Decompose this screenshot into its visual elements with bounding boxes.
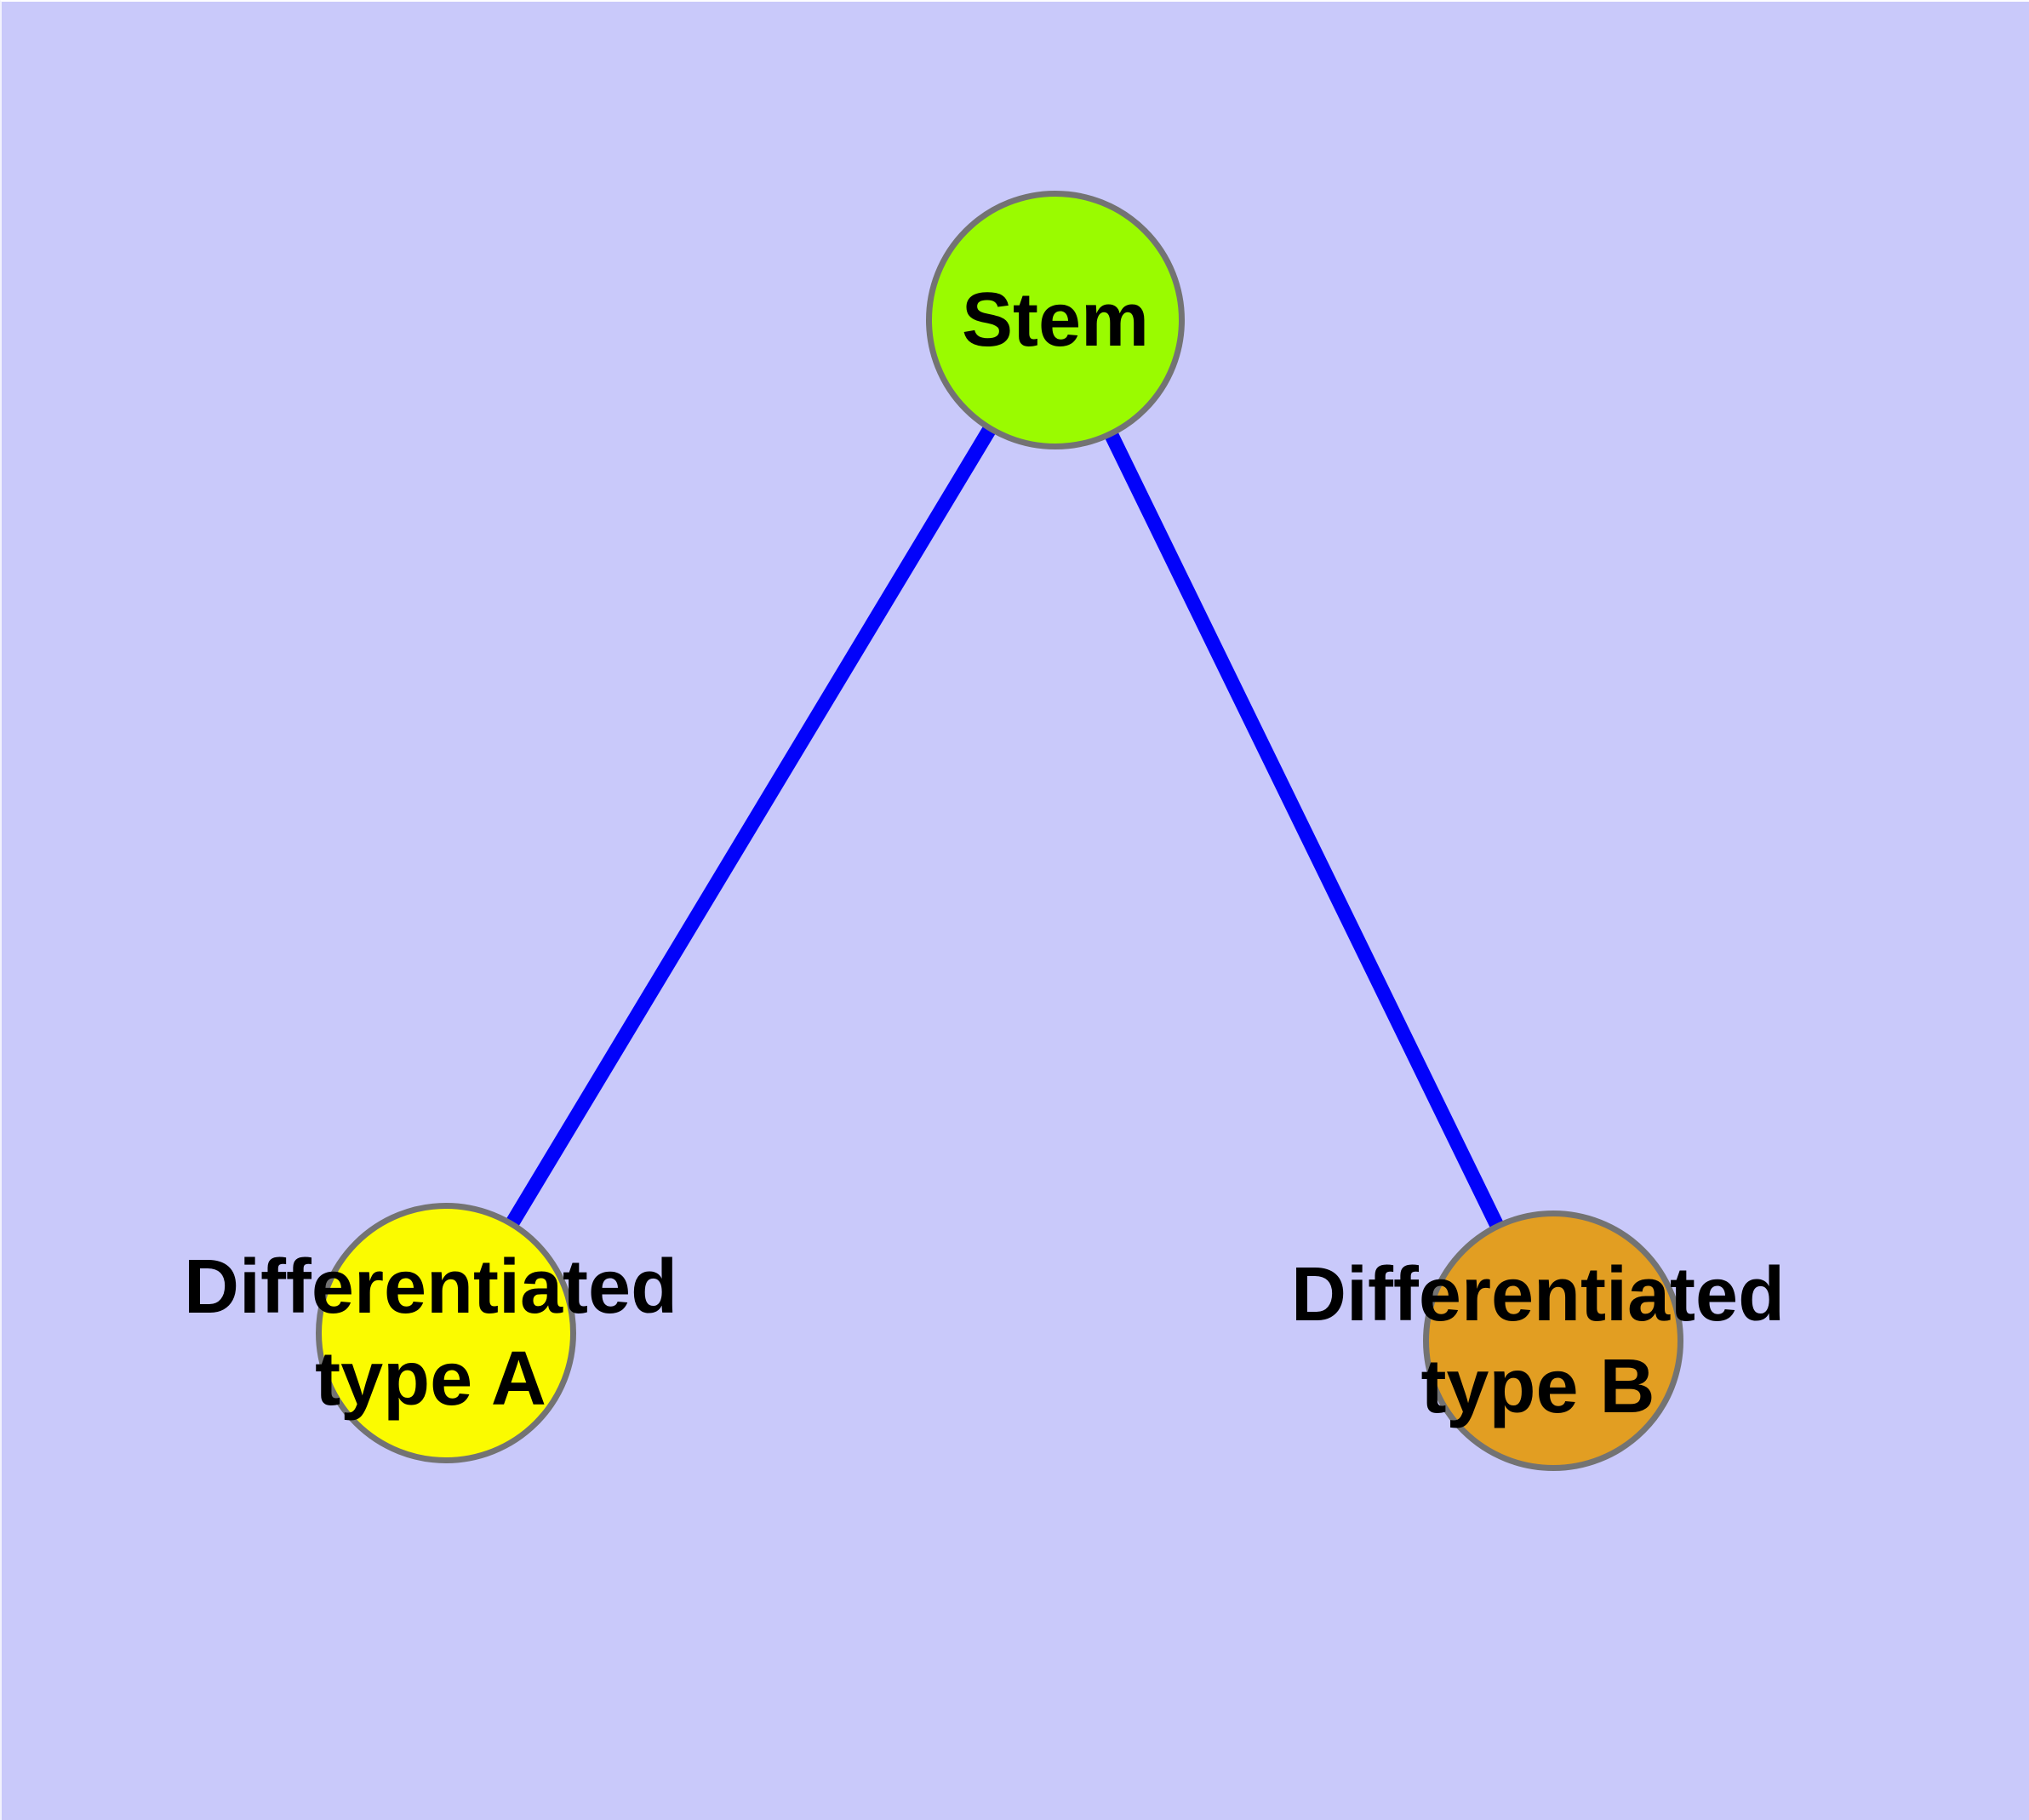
node-stem[interactable] [926, 191, 1185, 449]
edge-stem-to-differentiated-type-a[interactable] [439, 316, 1062, 1337]
node-differentiated-type-b[interactable] [1423, 1210, 1683, 1471]
node-differentiated-type-a[interactable] [316, 1203, 576, 1463]
edge-stem-to-differentiated-type-b[interactable] [1049, 317, 1560, 1344]
